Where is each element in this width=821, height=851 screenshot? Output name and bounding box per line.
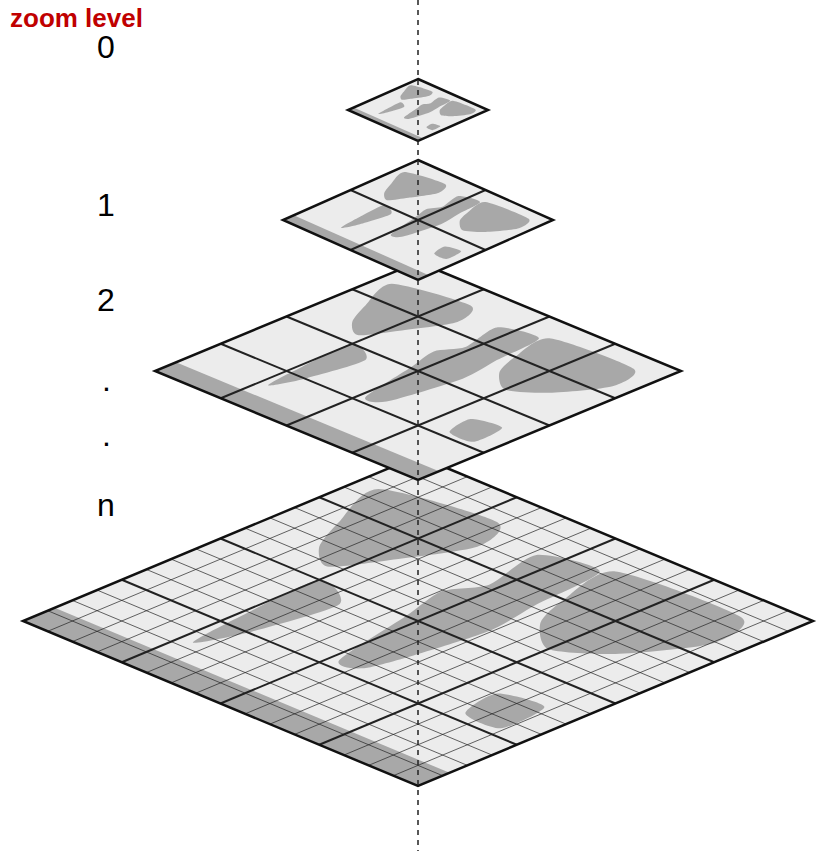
zoom-level-number: . (102, 418, 111, 453)
tile-grid-line (352, 344, 615, 453)
map-landmass (352, 284, 473, 335)
map-landmass (384, 172, 446, 200)
map-landmass (348, 108, 424, 141)
map-landmass (400, 85, 432, 100)
zoom-level-number: 0 (97, 30, 115, 65)
tile-grid-line (393, 611, 788, 776)
map-landmass (499, 338, 635, 393)
zoom-level-number: 2 (97, 283, 115, 318)
tile-grid-line (72, 600, 467, 765)
tile-grid-line (97, 590, 492, 755)
map-landmass (434, 246, 461, 259)
tile-grid-line (122, 580, 517, 745)
map-landmass (378, 102, 404, 114)
map-landmass (426, 124, 440, 131)
tile-grid-line (245, 549, 640, 714)
center-axis (417, 0, 419, 851)
zoom-level-number: n (97, 488, 115, 523)
map-landmass (450, 419, 503, 442)
tile-grid-line (270, 559, 665, 724)
heading: zoom level (10, 4, 143, 33)
tile-grid-line (344, 590, 739, 755)
map-landmass (341, 205, 392, 228)
tile-grid-line (221, 344, 484, 453)
tile-grid-line (369, 600, 764, 765)
zoom-level-number: . (102, 363, 111, 398)
tile-grid-line (196, 549, 591, 714)
tile-grid-line (146, 569, 541, 734)
map-landmass (193, 580, 341, 643)
map-landmass (268, 344, 367, 386)
tile-grid-line (295, 569, 690, 734)
map-landmass (460, 202, 530, 232)
tile-grid-line (48, 611, 443, 776)
tile-grid-line (171, 559, 566, 724)
tile-grid-line (319, 580, 714, 745)
zoom-level-number: 1 (97, 188, 115, 223)
